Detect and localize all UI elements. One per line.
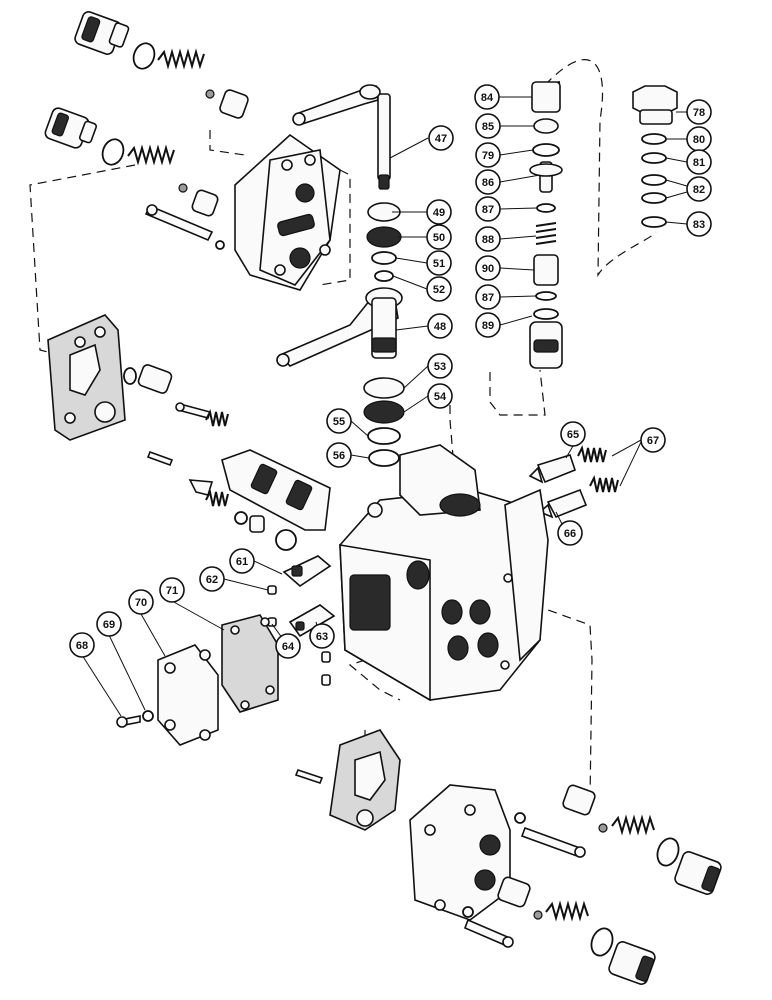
callout-62: 62 <box>199 566 225 592</box>
callout-82: 82 <box>686 176 712 202</box>
callout-84: 84 <box>474 84 500 110</box>
upper-gasket <box>47 314 126 441</box>
svg-text:62: 62 <box>206 574 218 586</box>
upper-relief-valve-parts <box>44 11 249 250</box>
callout-80: 80 <box>686 126 712 152</box>
callout-67: 67 <box>640 427 666 453</box>
callout-83: 83 <box>686 211 712 237</box>
upper-end-cover <box>234 133 341 291</box>
svg-text:65: 65 <box>567 429 579 441</box>
svg-text:48: 48 <box>434 321 446 333</box>
svg-text:86: 86 <box>482 177 494 189</box>
plug-and-rings <box>632 85 678 228</box>
right-side-plungers <box>528 445 619 519</box>
callout-64: 64 <box>275 633 301 659</box>
control-spool-parts <box>123 364 331 551</box>
right-valve-stack <box>529 81 563 369</box>
lever-and-shaft-parts <box>276 84 405 467</box>
svg-text:83: 83 <box>693 219 705 231</box>
callout-54: 54 <box>427 383 453 409</box>
svg-text:56: 56 <box>333 450 345 462</box>
callout-79: 79 <box>475 142 501 168</box>
main-valve-housing <box>339 444 549 702</box>
callout-52: 52 <box>426 276 452 302</box>
callout-87-lower: 87 <box>475 284 501 310</box>
svg-text:64: 64 <box>282 641 295 653</box>
svg-text:84: 84 <box>481 92 494 104</box>
svg-text:69: 69 <box>103 619 115 631</box>
callout-65: 65 <box>560 421 586 447</box>
svg-text:53: 53 <box>434 361 446 373</box>
callout-85: 85 <box>475 113 501 139</box>
callout-49: 49 <box>426 199 452 225</box>
svg-text:79: 79 <box>482 150 494 162</box>
callout-88: 88 <box>475 226 501 252</box>
svg-text:68: 68 <box>76 640 88 652</box>
callout-56: 56 <box>326 442 352 468</box>
lower-relief-valve-parts <box>462 784 722 985</box>
callout-70: 70 <box>128 589 154 615</box>
callout-66: 66 <box>557 520 583 546</box>
callout-89: 89 <box>475 312 501 338</box>
callout-78: 78 <box>686 99 712 125</box>
lower-gasket <box>294 729 401 831</box>
callout-86: 86 <box>475 169 501 195</box>
svg-text:78: 78 <box>693 107 705 119</box>
svg-text:88: 88 <box>482 234 494 246</box>
small-linkage-parts <box>267 555 336 686</box>
callout-53: 53 <box>427 353 453 379</box>
svg-text:47: 47 <box>435 133 447 145</box>
svg-text:52: 52 <box>433 284 445 296</box>
callout-63: 63 <box>309 623 335 649</box>
svg-text:87: 87 <box>482 204 494 216</box>
svg-text:50: 50 <box>433 232 445 244</box>
svg-text:85: 85 <box>482 121 494 133</box>
svg-text:81: 81 <box>693 157 705 169</box>
callout-71: 71 <box>159 577 185 603</box>
lower-end-cover <box>409 784 511 921</box>
side-cover-parts <box>116 614 279 746</box>
svg-text:61: 61 <box>236 556 248 568</box>
svg-text:51: 51 <box>433 258 445 270</box>
svg-text:82: 82 <box>693 184 705 196</box>
callout-61: 61 <box>229 548 255 574</box>
callout-55: 55 <box>326 408 352 434</box>
callout-47: 47 <box>428 125 454 151</box>
svg-text:66: 66 <box>564 528 576 540</box>
callout-68: 68 <box>69 632 95 658</box>
leader-lines <box>81 96 688 717</box>
svg-text:54: 54 <box>434 391 447 403</box>
callout-50: 50 <box>426 224 452 250</box>
svg-text:71: 71 <box>166 585 178 597</box>
callout-87-upper: 87 <box>475 196 501 222</box>
svg-text:70: 70 <box>135 597 147 609</box>
svg-text:67: 67 <box>647 435 659 447</box>
svg-text:87: 87 <box>482 292 494 304</box>
callout-81: 81 <box>686 149 712 175</box>
callout-90: 90 <box>475 255 501 281</box>
callout-48: 48 <box>427 313 453 339</box>
assembly-guide-lines <box>29 59 657 801</box>
svg-text:90: 90 <box>482 263 494 275</box>
svg-text:80: 80 <box>693 134 705 146</box>
svg-text:55: 55 <box>333 416 345 428</box>
callout-51: 51 <box>426 250 452 276</box>
svg-text:89: 89 <box>482 320 494 332</box>
callout-69: 69 <box>96 611 122 637</box>
svg-text:63: 63 <box>316 631 328 643</box>
svg-text:49: 49 <box>433 207 445 219</box>
